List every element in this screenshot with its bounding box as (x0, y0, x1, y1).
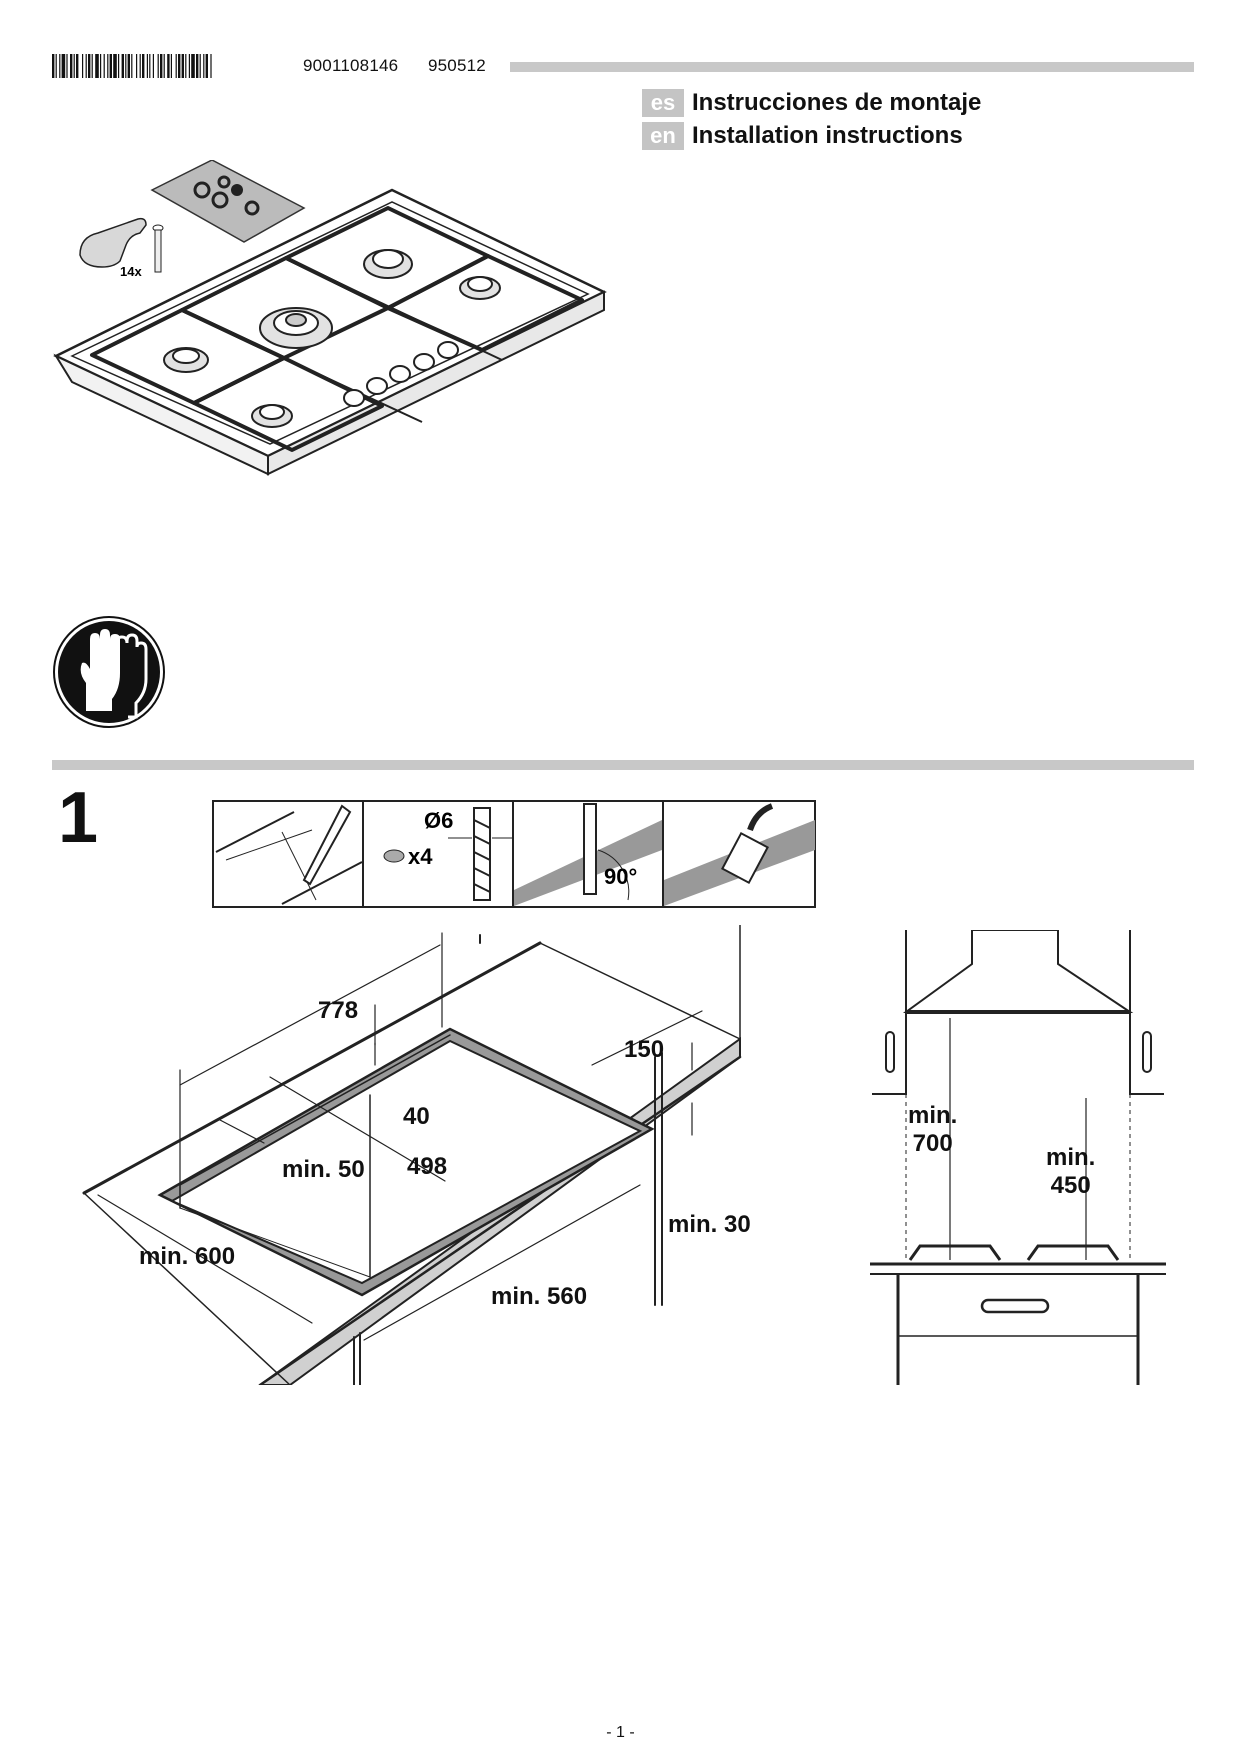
title-text-es: Instrucciones de montaje (692, 89, 982, 116)
dim-side-clearance: min. 450 (1046, 1144, 1096, 1199)
page-number: - 1 - (606, 1724, 635, 1741)
title-es: es Instrucciones de montaje (642, 89, 981, 117)
hole-count: x4 (408, 844, 433, 869)
brush-icon (721, 831, 769, 885)
hood-clearance-drawing (870, 930, 1166, 1385)
tool-strip: Ø6 x4 90° (212, 800, 816, 908)
jigsaw-blade-icon (583, 803, 597, 895)
header-rule (510, 62, 1194, 72)
parts-bag-icon (150, 160, 306, 243)
dim-cutout-width: 778 (318, 997, 359, 1024)
dim-worktop-depth: min. 600 (139, 1243, 236, 1270)
product-number: 9001108146 (303, 56, 399, 75)
gas-hob-illustration: 14x (53, 160, 607, 476)
section-rule (52, 760, 1194, 770)
pencil-icon (302, 804, 352, 886)
mark-cutout-panel (215, 804, 363, 905)
drill-diameter: Ø6 (424, 808, 453, 833)
cutout-dimension-drawing (82, 925, 742, 1385)
wear-gloves-icon (53, 616, 165, 728)
barcode (52, 54, 212, 78)
dim-edge-40: 40 (403, 1103, 430, 1130)
document-code: 950512 (428, 56, 486, 75)
drill-panel: Ø6 x4 (383, 807, 512, 901)
pan-supports (90, 206, 584, 452)
lang-tag-es: es (642, 89, 684, 117)
title-en: en Installation instructions (642, 122, 963, 150)
dim-front-margin: min. 50 (282, 1156, 365, 1183)
burners (163, 249, 501, 428)
mounting-clip-icon (79, 217, 147, 268)
step-number: 1 (58, 778, 99, 858)
dim-worktop-thickness: min. 30 (668, 1211, 751, 1238)
dim-cutout-depth: 498 (407, 1153, 448, 1180)
clip-quantity: 14x (120, 264, 142, 279)
drill-bit-icon (473, 807, 491, 901)
lang-tag-en: en (642, 122, 684, 150)
title-text-en: Installation instructions (692, 122, 963, 149)
saw-panel: 90° (514, 803, 662, 906)
control-knobs (343, 341, 459, 407)
screw-icon (152, 224, 164, 273)
cut-angle: 90° (604, 864, 637, 889)
dim-hood-clearance: min. 700 (908, 1102, 958, 1157)
dim-cabinet-width: min. 560 (491, 1283, 588, 1310)
dim-rear-margin: 150 (624, 1036, 665, 1063)
seal-panel (664, 803, 815, 906)
